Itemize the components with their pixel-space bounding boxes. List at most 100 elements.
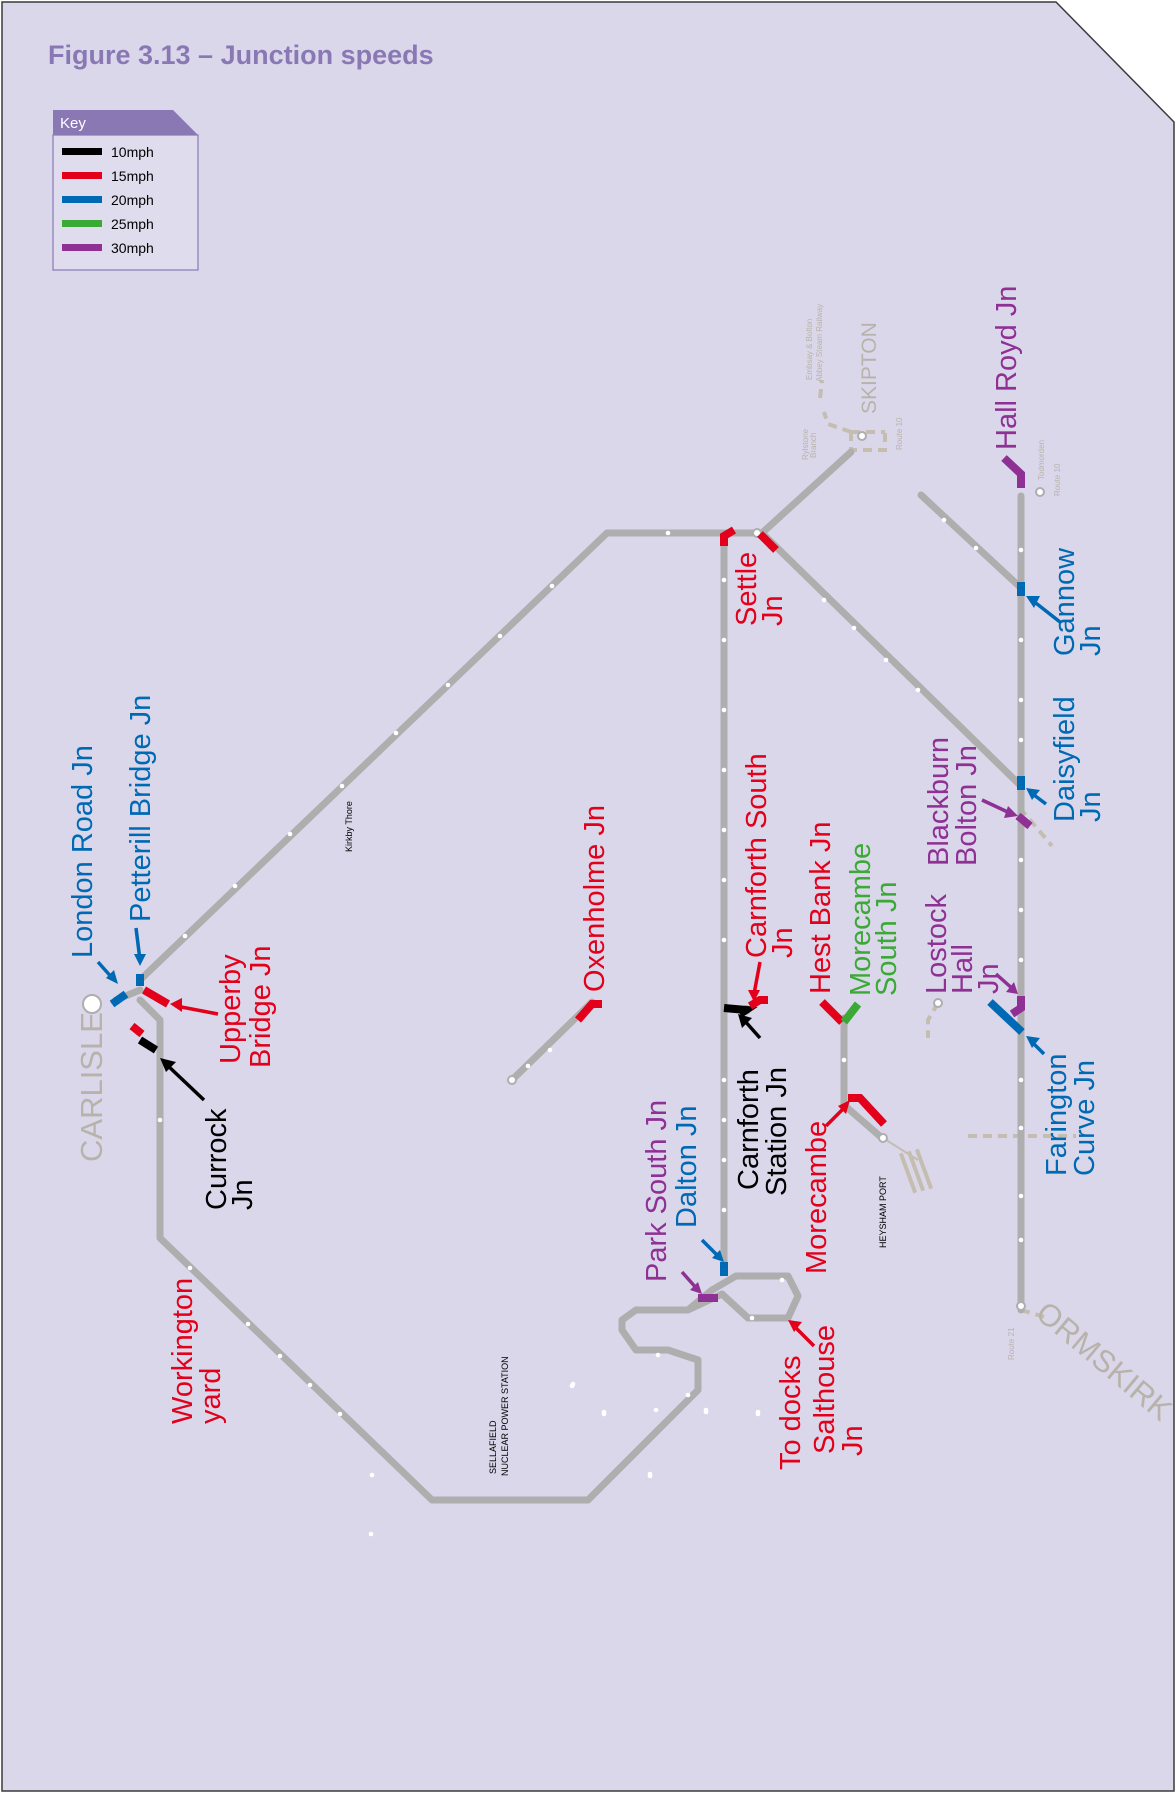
station-dot: [1018, 1077, 1024, 1083]
lostock-label-line1: Lostock: [921, 894, 953, 994]
station-dot: [821, 597, 827, 603]
station-dot: [941, 517, 947, 523]
key-swatch-10mph: [62, 148, 102, 155]
salthouse-label-line2: Jn: [837, 1425, 869, 1456]
heysham-terminus: [878, 1133, 888, 1143]
farington-label-line2: Curve Jn: [1069, 1060, 1101, 1176]
skipton-label: SKIPTON: [858, 322, 881, 414]
to-docks-label: To docks: [775, 1356, 807, 1470]
salthouse-arrowhead: [788, 1320, 802, 1332]
london-road-label: London Road Jn: [67, 745, 99, 958]
station-dot: [1018, 907, 1024, 913]
currock-label-line2: Jn: [227, 1179, 259, 1210]
gannow-label-line2: Jn: [1075, 625, 1107, 656]
carnforth-station-label-line1: Carnforth: [733, 1069, 765, 1190]
station-dot: [721, 1117, 727, 1123]
skipton-station: [857, 431, 867, 441]
station-dot: [721, 1207, 727, 1213]
carnforth-south-arrowhead: [748, 990, 760, 1002]
morecambe-south-label-line2: South Jn: [871, 882, 903, 996]
station-dot: [1018, 547, 1024, 553]
heysham-annotation-bar: [898, 1152, 918, 1194]
key-tab: [53, 110, 198, 135]
lostock-spur: [926, 1001, 940, 1038]
route21-label: Route 21: [1007, 1327, 1016, 1360]
morecambe-south-marker: [840, 1001, 862, 1025]
blackburn-arrowhead: [1004, 806, 1018, 818]
gannow-arrow: [1030, 598, 1062, 624]
station-dot: [245, 1321, 251, 1327]
embsay-label-line2: Abbey Steam Railway: [815, 304, 824, 382]
petterill-arrowhead: [134, 954, 146, 966]
station-dot: [1018, 1125, 1024, 1131]
settle-carlisle-line: [136, 529, 736, 984]
station-dot: [182, 933, 188, 939]
junction-markers: [109, 455, 1033, 1302]
blackburn-label-line2: Bolton Jn: [951, 745, 983, 866]
station-dot: [665, 530, 671, 536]
key-swatch-30mph: [62, 244, 102, 251]
station-dot: [339, 783, 345, 789]
lostock-terminus: [933, 998, 943, 1008]
station-dot: [1018, 697, 1024, 703]
todmorden-label: Todmorden: [1037, 440, 1046, 480]
morecambe-label: Morecambe: [801, 1121, 833, 1274]
key-swatch-20mph: [62, 196, 102, 203]
station-dot: [653, 1407, 659, 1413]
settle-blackburn-line: [758, 529, 1025, 790]
key-heading: Key: [60, 115, 86, 132]
carnforth-south-arrow: [752, 961, 762, 995]
carnforth-south-label-line1: Carnforth South: [741, 753, 773, 958]
station-dot: [779, 1277, 785, 1283]
blackburn-spur: [1018, 806, 1054, 848]
settle-marker-1: [720, 526, 737, 546]
carlisle-station: [82, 994, 102, 1014]
currock-arrow: [164, 1062, 206, 1102]
carnforth-south-marker: [747, 996, 768, 1010]
upperby-arrow: [175, 1004, 219, 1016]
morecambe-arrowhead: [838, 1100, 850, 1114]
termini: [82, 431, 1045, 1311]
heysham-annotation-bar: [906, 1150, 926, 1192]
rylstone-branch: [818, 379, 852, 434]
daisyfield-label-line1: Daisyfield: [1049, 696, 1081, 822]
oxenholme-marker: [574, 1000, 602, 1023]
blackburn-label-line1: Blackburn: [923, 737, 955, 866]
settle-marker-2: [757, 531, 779, 553]
station-dot: [685, 1392, 691, 1398]
dalton-label: Dalton Jn: [671, 1105, 703, 1228]
park-south-arrowhead: [690, 1282, 702, 1294]
key-label-20mph: 20mph: [111, 192, 154, 208]
todmorden-station: [1035, 487, 1045, 497]
station-dot: [973, 545, 979, 551]
settle-label-line2: Jn: [757, 595, 789, 626]
upperby-marker: [141, 986, 171, 1008]
heysham-annotation-bar: [914, 1148, 934, 1190]
key-label-30mph: 30mph: [111, 240, 154, 256]
dalton-arrowhead: [712, 1250, 724, 1262]
station-dot: [915, 687, 921, 693]
carnforth-station-marker: [723, 1004, 758, 1018]
station-dot: [721, 1077, 727, 1083]
embsay-label-line1: Embsay & Bolton: [805, 319, 814, 380]
morecambe-south-label-line1: Morecambe: [845, 843, 877, 996]
gannow-label-line1: Gannow: [1049, 547, 1081, 656]
station-dot: [1018, 1237, 1024, 1243]
carnforth-south-label-line2: Jn: [767, 927, 799, 958]
station-dot: [721, 827, 727, 833]
station-dot: [187, 1265, 193, 1271]
london-road-arrowhead: [106, 970, 118, 984]
london-road-marker: [109, 990, 129, 1008]
workington-label-line1: Workington: [167, 1278, 199, 1424]
farington-marker: [987, 999, 1025, 1035]
station-dot: [497, 633, 503, 639]
lostock-marker: [1009, 996, 1025, 1018]
key-label-10mph: 10mph: [111, 144, 154, 160]
station-dot: [337, 1411, 343, 1417]
farington-arrowhead: [1026, 1036, 1040, 1048]
upperby-label-line1: Upperby: [215, 954, 247, 1064]
daisyfield-label-line2: Jn: [1075, 791, 1107, 822]
station-dot: [1018, 857, 1024, 863]
junction-labels: London Road Jn Petterill Bridge Jn Upper…: [67, 286, 1107, 1470]
